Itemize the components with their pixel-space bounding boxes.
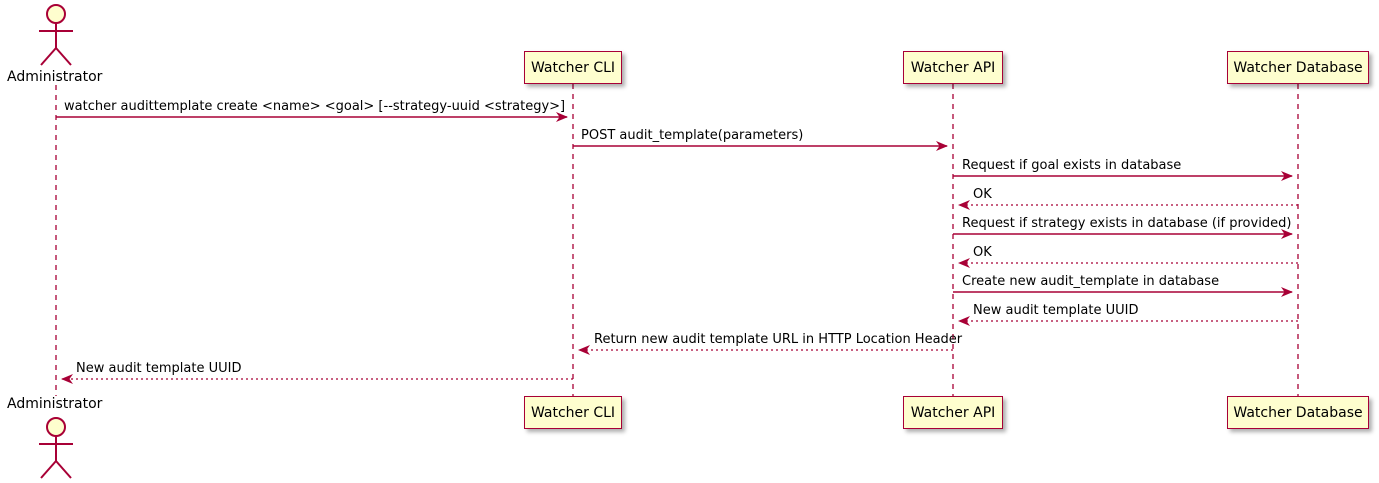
message-label-4: OK [973, 187, 992, 202]
participant-box-watcher-api-top[interactable]: Watcher API [903, 51, 1003, 84]
message-label-7: Create new audit_template in database [962, 274, 1220, 289]
message-label-1: watcher audittemplate create <name> <goa… [64, 99, 566, 114]
lifelines [55, 84, 1299, 396]
participant-label-watcher-api: Watcher API [910, 404, 996, 421]
message-label-2: POST audit_template(parameters) [581, 128, 804, 143]
message-label-3: Request if goal exists in database [962, 158, 1182, 173]
participant-label-watcher-cli: Watcher CLI [530, 404, 616, 421]
message-label-9: Return new audit template URL in HTTP Lo… [594, 332, 963, 347]
actor-label-administrator-bottom: Administrator [7, 396, 103, 412]
participant-label-watcher-api: Watcher API [910, 59, 996, 76]
participant-label-watcher-database: Watcher Database [1233, 59, 1363, 76]
participant-box-watcher-database-top[interactable]: Watcher Database [1227, 51, 1369, 84]
message-label-8: New audit template UUID [973, 303, 1139, 318]
participant-box-watcher-database-bottom[interactable]: Watcher Database [1227, 396, 1369, 429]
message-arrows [56, 112, 1298, 384]
message-label-5: Request if strategy exists in database (… [962, 216, 1292, 231]
actor-figure-administrator-top [39, 4, 73, 66]
actor-figure-administrator-bottom [39, 417, 73, 479]
participant-box-watcher-api-bottom[interactable]: Watcher API [903, 396, 1003, 429]
message-label-10: New audit template UUID [76, 361, 242, 376]
participant-box-watcher-cli-bottom[interactable]: Watcher CLI [524, 396, 622, 429]
participant-box-watcher-cli-top[interactable]: Watcher CLI [524, 51, 622, 84]
actor-label-administrator-top: Administrator [7, 69, 103, 85]
participant-label-watcher-cli: Watcher CLI [530, 59, 616, 76]
participant-label-watcher-database: Watcher Database [1233, 404, 1363, 421]
message-label-6: OK [973, 245, 992, 260]
